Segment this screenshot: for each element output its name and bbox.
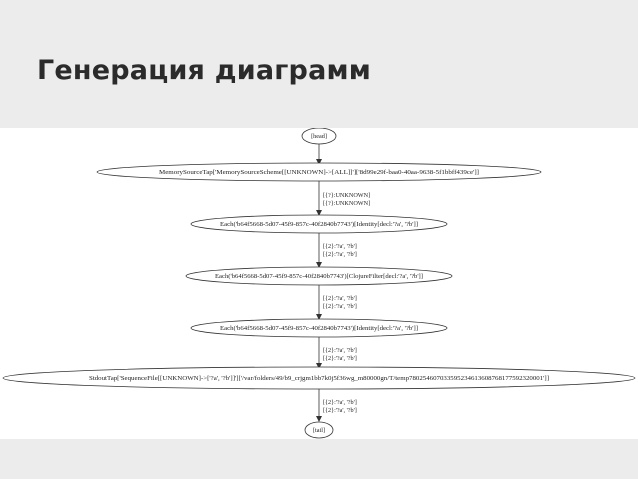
node-each-identity-2: Each('b64f5668-5d07-45f9-857c-40f2840b77…: [190, 318, 448, 338]
node-each-identity-1-label: Each('b64f5668-5d07-45f9-857c-40f2840b77…: [220, 221, 418, 228]
node-sink-label: StdoutTap['SequenceFile[[UNKNOWN]->['?a'…: [89, 375, 549, 382]
edge-label-3b: [{2}:'?a', '?b']: [323, 303, 357, 310]
edge-label-5b: [{2}:'?a', '?b']: [323, 407, 357, 414]
edge-label-1a: [{?}:UNKNOWN]: [323, 192, 370, 199]
diagram-area: [{?}:UNKNOWN] [{?}:UNKNOWN] [{2}:'?a', '…: [0, 128, 638, 439]
node-head-label: [head]: [311, 133, 327, 140]
node-each-identity-2-label: Each('b64f5668-5d07-45f9-857c-40f2840b77…: [220, 325, 418, 332]
node-each-clojurefilter-label: Each('b64f5668-5d07-45f9-857c-40f2840b77…: [215, 273, 423, 280]
edge-label-5a: [{2}:'?a', '?b']: [323, 399, 357, 406]
node-sink: StdoutTap['SequenceFile[[UNKNOWN]->['?a'…: [2, 366, 636, 390]
edge-label-4a: [{2}:'?a', '?b']: [323, 347, 357, 354]
node-tail-label: [tail]: [313, 427, 325, 434]
node-source: MemorySourceTap['MemorySourceScheme[[UNK…: [96, 162, 542, 182]
edge-label-2a: [{2}:'?a', '?b']: [323, 243, 357, 250]
edge-label-2b: [{2}:'?a', '?b']: [323, 251, 357, 258]
node-head: [head]: [301, 128, 337, 145]
edge-label-4b: [{2}:'?a', '?b']: [323, 355, 357, 362]
node-source-label: MemorySourceTap['MemorySourceScheme[[UNK…: [159, 169, 479, 176]
edge-label-3a: [{2}:'?a', '?b']: [323, 295, 357, 302]
title-band: Генерация диаграмм: [0, 0, 638, 128]
node-each-clojurefilter: Each('b64f5668-5d07-45f9-857c-40f2840b77…: [185, 266, 453, 286]
node-each-identity-1: Each('b64f5668-5d07-45f9-857c-40f2840b77…: [190, 214, 448, 234]
bottom-band: [0, 439, 638, 479]
flow-diagram: [{?}:UNKNOWN] [{?}:UNKNOWN] [{2}:'?a', '…: [2, 128, 636, 439]
slide-title: Генерация диаграмм: [37, 55, 372, 86]
node-tail: [tail]: [304, 421, 334, 439]
edge-label-1b: [{?}:UNKNOWN]: [323, 200, 370, 207]
